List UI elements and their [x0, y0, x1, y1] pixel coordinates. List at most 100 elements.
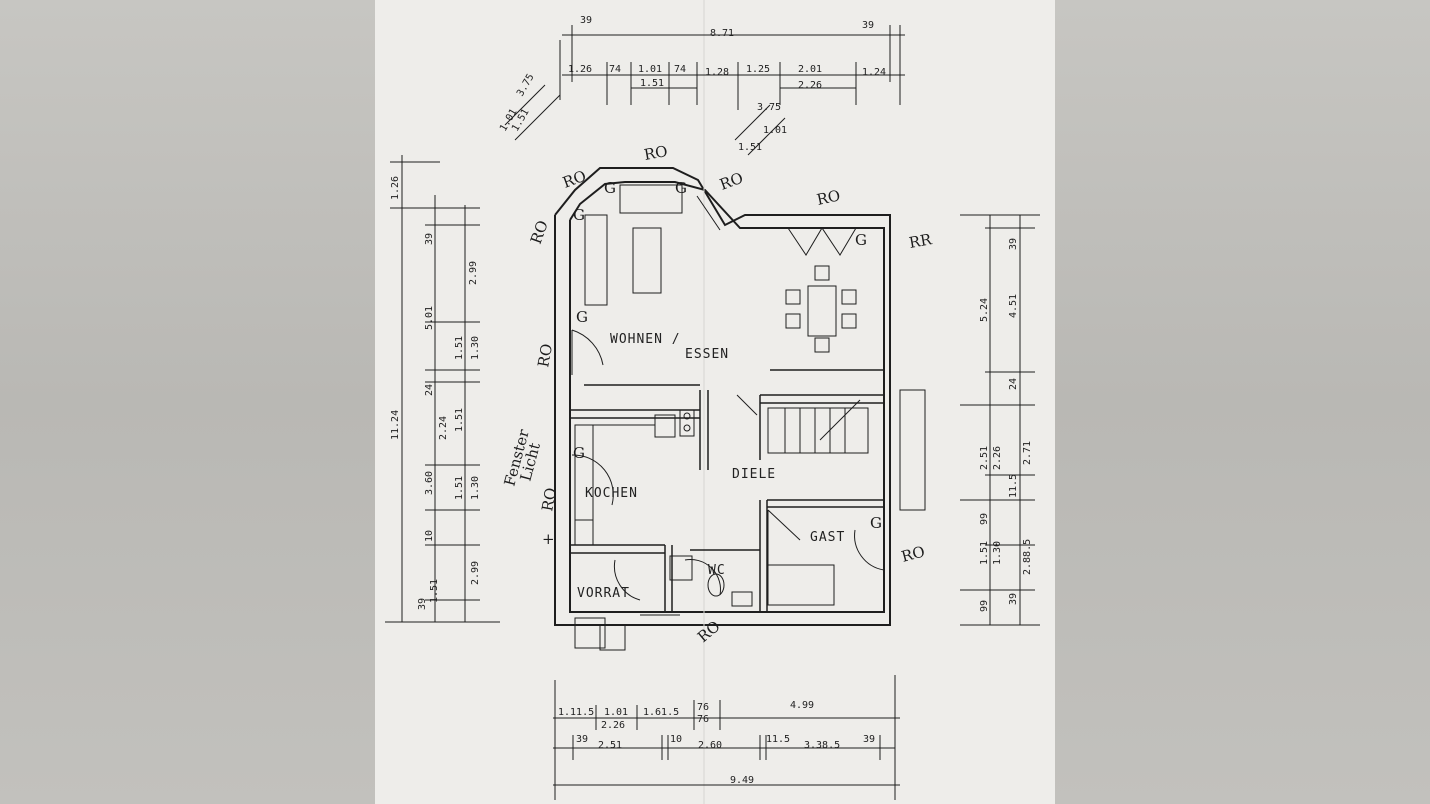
dim-top-6: 1.25 — [746, 64, 770, 75]
dim-bottom-r1-5: 4.99 — [790, 700, 814, 711]
dim-top-edge-left: 39 — [580, 15, 592, 26]
dim-top-1: 1.26 — [568, 64, 592, 75]
note-ro-terrace: RO — [815, 186, 842, 209]
dim-top-3: 1.01 — [638, 64, 662, 75]
note-g-bay-right: G — [675, 179, 687, 197]
dim-right-c1-2: 2.51 — [979, 446, 990, 470]
dim-left-c3-1: 2.99 — [468, 261, 479, 285]
terrace-door — [696, 195, 857, 256]
blurred-background-right — [1055, 0, 1430, 804]
dim-bottom-r1-2: 1.01 — [604, 707, 628, 718]
left-dimension-lines — [385, 155, 500, 623]
kitchen-counter — [574, 409, 695, 546]
dim-top-sub-b: 2.26 — [798, 80, 822, 91]
dim-left-c2-1: 39 — [424, 233, 435, 245]
dim-bottom-r2-7: 39 — [863, 734, 875, 745]
dim-bottom-r2-3: 10 — [670, 734, 682, 745]
note-g-terrace: G — [855, 231, 867, 249]
note-ro-gast: RO — [899, 542, 926, 565]
dim-left-c3-5: 2.99 — [470, 561, 481, 585]
dim-bottom-r2-4: 2.60 — [698, 740, 722, 751]
bottom-dimension-lines — [553, 675, 900, 800]
dim-bottom-r2-5: 11.5 — [766, 734, 790, 745]
entrance-steps — [574, 614, 680, 651]
coffee-table — [632, 227, 662, 294]
note-ro-kochen: RO — [538, 486, 560, 512]
dim-left-c3-4: 1.30 — [470, 476, 481, 500]
dim-top-total: 8.71 — [710, 28, 734, 39]
note-g-bay: G — [604, 179, 616, 197]
dim-right-c2-3: 24 — [1008, 378, 1019, 390]
room-label-wc: WC — [708, 563, 726, 578]
dim-right-c1-1: 5.24 — [979, 298, 990, 322]
dim-top-8: 1.24 — [862, 67, 886, 78]
dim-bottom-r2-2: 2.51 — [598, 740, 622, 751]
dim-top-7: 2.01 — [798, 64, 822, 75]
wc-fixtures — [669, 555, 753, 607]
dim-bottom-r1-4: 76 — [697, 702, 709, 713]
dim-left-c3-2: 1.30 — [470, 336, 481, 360]
dim-bay-right-2: 1.01 — [763, 125, 787, 136]
room-label-vorrat: VORRAT — [577, 586, 630, 601]
dim-left-c1-3: 24 — [424, 384, 435, 396]
dim-right-c2-7: 39 — [1008, 593, 1019, 605]
dining-table — [785, 265, 857, 353]
note-rr: RR — [908, 230, 934, 252]
note-ro-bay-left: RO — [560, 167, 588, 192]
dim-left-c2-5: 1.51 — [429, 579, 440, 603]
note-ro-bay-right: RO — [717, 169, 745, 194]
dim-right-c2-5: 11.5 — [1008, 474, 1019, 498]
bay-dimension-lines — [504, 84, 786, 156]
interior-walls — [570, 369, 884, 612]
note-g-kochen: G — [573, 444, 585, 462]
note-g-corner: G — [573, 206, 585, 224]
dim-left-c1-4: 3.60 — [424, 471, 435, 495]
dim-right-c1-3: 99 — [979, 513, 990, 525]
note-g-gast: G — [870, 514, 882, 532]
right-dimension-lines — [960, 214, 1040, 626]
dim-bottom-r1b-1: 2.26 — [601, 720, 625, 731]
note-ro-wohnen-left: RO — [534, 342, 556, 368]
top-dimension-lines — [559, 25, 905, 110]
dim-bottom-r2-1: 39 — [576, 734, 588, 745]
dim-left-c2-3: 1.51 — [454, 408, 465, 432]
dim-bottom-r2-6: 3.38.5 — [804, 740, 840, 751]
note-ro-wc: RO — [694, 617, 724, 646]
dim-left-c1-5: 10 — [424, 530, 435, 542]
note-plus: + — [542, 530, 555, 548]
dim-right-c2-1: 39 — [1008, 238, 1019, 250]
dim-bottom-total: 9.49 — [730, 775, 754, 786]
dim-left-outer: 11.24 — [390, 410, 401, 440]
exterior-walls — [554, 167, 891, 626]
dim-top-4: 74 — [674, 64, 686, 75]
dim-right-c3-2: 2.88.5 — [1022, 539, 1033, 575]
dim-right-c2-6: 1.30 — [992, 541, 1003, 565]
dim-top-edge-right: 39 — [862, 20, 874, 31]
dim-bottom-r1-1: 1.11.5 — [558, 707, 594, 718]
dim-right-c1-5: 99 — [979, 600, 990, 612]
blurred-background-left — [0, 0, 375, 804]
guest-room-furniture — [767, 389, 926, 606]
note-g-wohnen: G — [576, 308, 588, 326]
room-label-wohnen: WOHNEN / — [610, 332, 681, 347]
staircase — [767, 399, 869, 454]
dim-left-c3-3: 2.24 — [438, 416, 449, 440]
room-label-gast: GAST — [810, 530, 845, 545]
dim-left-c1-2: 5.01 — [424, 306, 435, 330]
room-label-kochen: KOCHEN — [585, 486, 638, 501]
dim-left-c1-1: 1.26 — [390, 176, 401, 200]
dim-right-c1-4: 1.51 — [979, 541, 990, 565]
dim-right-c3-1: 2.71 — [1022, 441, 1033, 465]
dim-bottom-r1b-2: 76 — [697, 714, 709, 725]
dim-top-2: 74 — [609, 64, 621, 75]
dim-bay-left-1: 3.75 — [515, 72, 537, 98]
note-ro-corner: RO — [527, 218, 552, 246]
dim-left-c2-4: 1.51 — [454, 476, 465, 500]
dim-left-c2-2: 1.51 — [454, 336, 465, 360]
dim-right-c2-4: 2.26 — [992, 446, 1003, 470]
dim-top-5: 1.28 — [705, 67, 729, 78]
dim-left-c1-6: 39 — [417, 598, 428, 610]
room-label-diele: DIELE — [732, 467, 776, 482]
